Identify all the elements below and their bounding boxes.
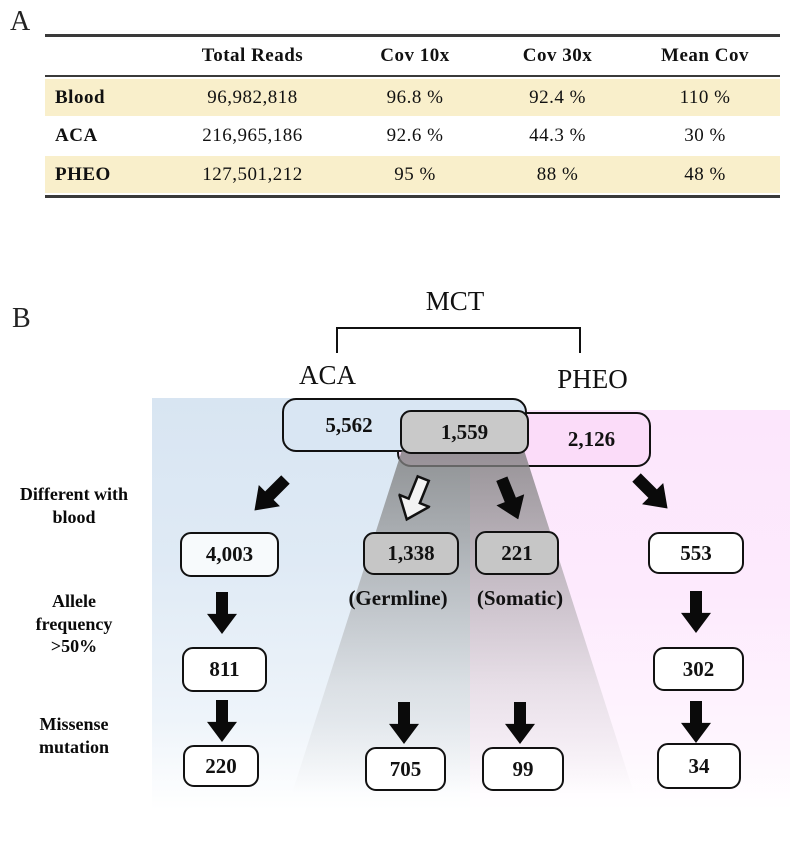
cell-aca-total-reads: 216,965,186 xyxy=(202,125,303,146)
row-label-pheo: PHEO xyxy=(55,163,111,185)
box-pheo-allele: 302 xyxy=(653,647,744,691)
shared-box: 1,559 xyxy=(400,410,529,454)
aca-branch-label: ACA xyxy=(298,360,356,390)
mct-title: MCT xyxy=(425,286,485,316)
box-aca-missense: 220 xyxy=(183,745,259,787)
value-aca-missense: 220 xyxy=(205,753,237,778)
box-germline-different: 1,338 xyxy=(363,532,459,575)
header-cell-cov-30x: Cov 30x xyxy=(522,45,593,66)
row-label-aca: ACA xyxy=(55,125,98,146)
cell-blood-mean-cov: 110 % xyxy=(679,86,731,108)
label-allele-line3: >50% xyxy=(50,636,98,656)
shared-value: 1,559 xyxy=(440,419,489,444)
table-bottom-rule xyxy=(45,195,780,198)
cell-aca-cov-30x: 44.3 % xyxy=(529,125,586,146)
cell-pheo-total-reads: 127,501,212 xyxy=(202,163,303,185)
header-cell-cov-10x: Cov 10x xyxy=(380,45,450,66)
table-header-rule xyxy=(45,75,780,77)
label-missense-line2: mutation xyxy=(38,736,109,757)
label-different-with-blood: Different with blood xyxy=(0,483,148,528)
panel-b-label: B xyxy=(12,303,31,334)
cell-pheo-mean-cov: 48 % xyxy=(684,163,726,185)
table-header-row: Total Reads Cov 10x Cov 30x Mean Cov xyxy=(45,37,780,75)
table-top-rule xyxy=(45,34,780,37)
cell-blood-cov-10x: 96.8 % xyxy=(386,86,444,108)
germline-label: (Germline) xyxy=(348,586,448,610)
label-allele-frequency: Allele frequency >50% xyxy=(0,590,148,658)
cell-pheo-cov-30x: 88 % xyxy=(536,163,579,185)
value-germline-missense: 705 xyxy=(389,756,422,781)
box-germline-missense: 705 xyxy=(365,747,446,791)
table-row-blood: Blood 96,982,818 96.8 % 92.4 % 110 % xyxy=(45,79,780,116)
mct-bracket xyxy=(336,327,581,353)
cell-blood-total-reads: 96,982,818 xyxy=(207,86,298,108)
label-allele-line1: Allele xyxy=(52,591,96,611)
value-pheo-allele: 302 xyxy=(682,656,715,681)
pheo-branch-label: PHEO xyxy=(557,364,628,394)
box-pheo-different: 553 xyxy=(648,532,744,574)
value-aca-different: 4,003 xyxy=(205,542,254,566)
value-somatic-different: 221 xyxy=(501,540,533,565)
label-missense-mutation: Missense mutation xyxy=(0,713,148,758)
cell-aca-cov-10x: 92.6 % xyxy=(386,125,444,146)
box-somatic-missense: 99 xyxy=(482,747,564,791)
header-cell-total-reads: Total Reads xyxy=(201,45,304,66)
value-germline-different: 1,338 xyxy=(387,541,435,565)
aca-total-value: 5,562 xyxy=(325,412,373,437)
germline-hollow-arrow-icon xyxy=(397,474,432,522)
panel-a-label: A xyxy=(10,6,31,37)
box-aca-allele: 811 xyxy=(182,647,267,692)
cell-pheo-cov-10x: 95 % xyxy=(394,163,436,185)
label-missense-line1: Missense xyxy=(39,714,109,734)
label-different-line1: Different with xyxy=(19,484,129,504)
table-row-aca: ACA 216,965,186 92.6 % 44.3 % 30 % xyxy=(45,116,780,156)
pheo-total-value: 2,126 xyxy=(567,427,616,451)
coverage-table: Total Reads Cov 10x Cov 30x Mean Cov Blo… xyxy=(45,34,780,198)
box-pheo-missense: 34 xyxy=(657,743,741,789)
label-allele-line2: frequency xyxy=(35,613,113,634)
value-somatic-missense: 99 xyxy=(512,756,534,781)
label-different-line2: blood xyxy=(52,506,96,527)
box-aca-different: 4,003 xyxy=(180,532,279,577)
header-cell-mean-cov: Mean Cov xyxy=(661,45,749,66)
cell-blood-cov-30x: 92.4 % xyxy=(529,86,586,108)
row-label-blood: Blood xyxy=(55,86,106,108)
somatic-label: (Somatic) xyxy=(476,586,564,610)
value-pheo-different: 553 xyxy=(680,540,712,565)
table-row-pheo: PHEO 127,501,212 95 % 88 % 48 % xyxy=(45,156,780,193)
cell-aca-mean-cov: 30 % xyxy=(684,125,726,146)
box-somatic-different: 221 xyxy=(475,531,559,575)
value-pheo-missense: 34 xyxy=(688,753,710,778)
value-aca-allele: 811 xyxy=(209,657,240,681)
